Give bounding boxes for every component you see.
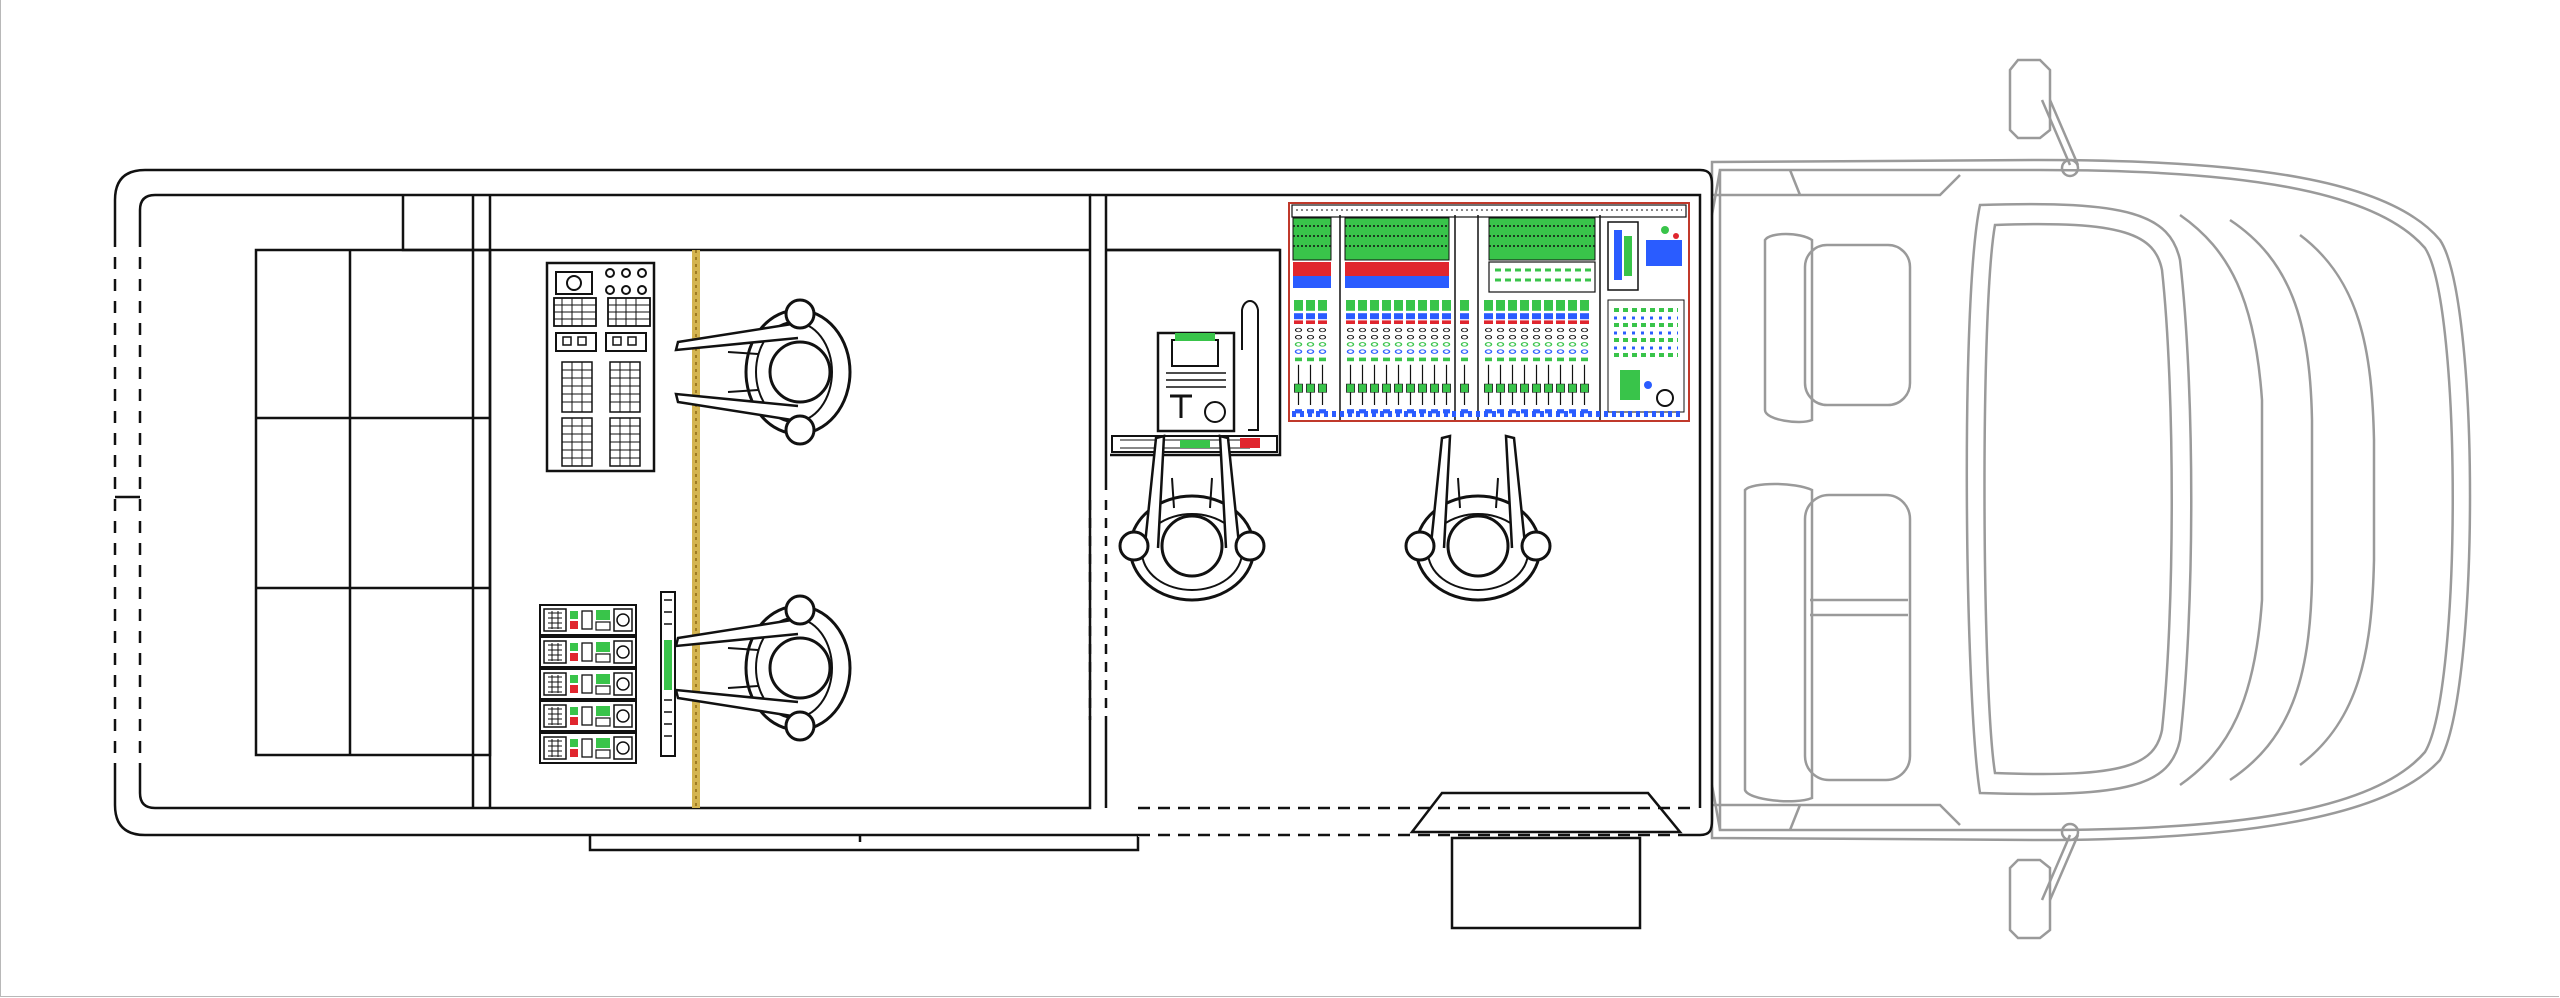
van-cab-outline: [1710, 58, 2472, 940]
rack-panel-upper: [545, 261, 656, 473]
mixing-console: [1288, 202, 1690, 422]
operator-console-seat: [1404, 434, 1552, 602]
operator-upper-left: [674, 298, 852, 446]
equipment-rack-lower: [539, 591, 676, 764]
operator-desk-seat: [1118, 434, 1266, 602]
operator-desk: [1106, 248, 1282, 457]
operator-lower-left: [674, 594, 852, 742]
van-body-outline: [113, 168, 1714, 930]
